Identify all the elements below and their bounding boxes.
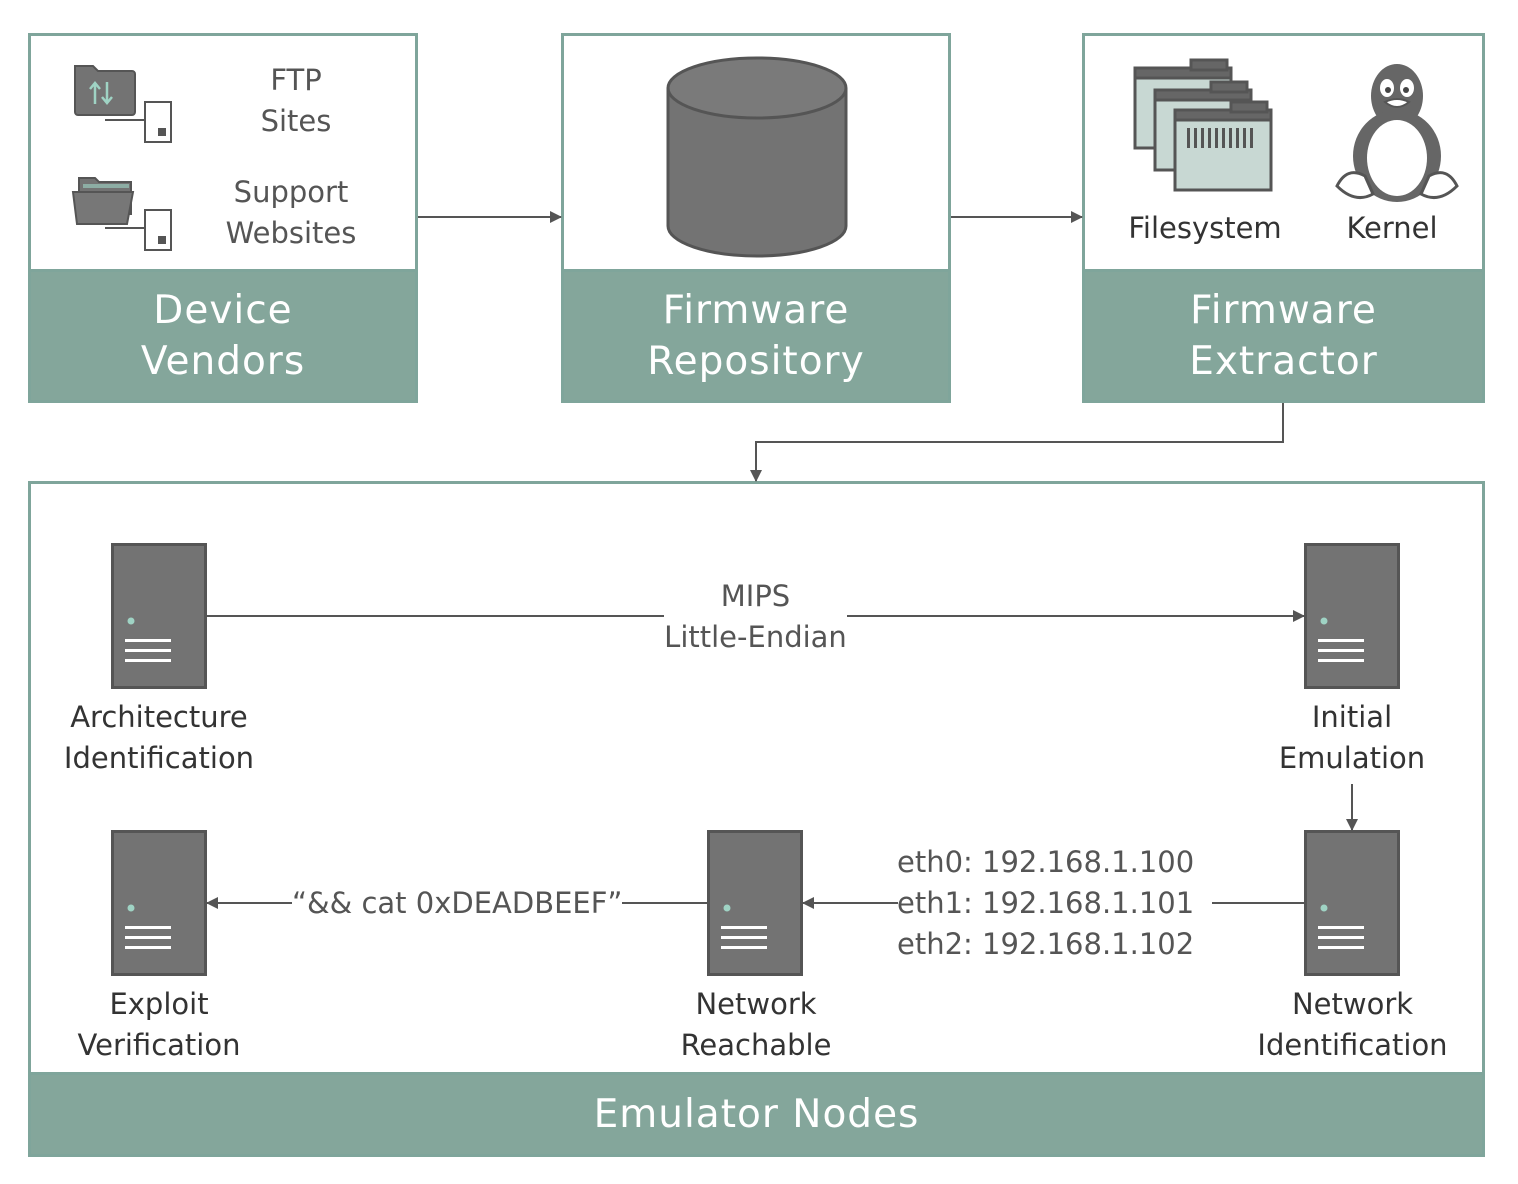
device-vendors-panel: FTP Sites Support Websites Device Vendor… [28, 33, 418, 403]
interfaces-label: eth0: 192.168.1.100 eth1: 192.168.1.101 … [897, 842, 1213, 965]
exploit-command-label: “&& cat 0xDEADBEEF” [292, 886, 623, 920]
computer-icon [105, 101, 172, 143]
node-label-line1: Network [1291, 987, 1414, 1021]
arrow-extractor-to-emulator [750, 403, 1284, 482]
interface-eth0: eth0: 192.168.1.100 [897, 845, 1195, 879]
node-label-exploit-verification: Exploit Verification [60, 984, 258, 1066]
node-label-network-identification: Network Identification [1240, 984, 1465, 1066]
node-label-line1: Architecture [70, 700, 248, 734]
firmware-extractor-panel: Filesystem Kernel Firmware Extractor [1082, 33, 1485, 403]
node-label-line1: Exploit [109, 987, 209, 1021]
arch-edge-label: MIPS Little-Endian [664, 576, 847, 658]
support-label-line1: Support [233, 175, 349, 209]
arch-edge-line2: Little-Endian [664, 620, 847, 654]
server-icon-architecture [111, 543, 207, 689]
computer-icon [105, 209, 172, 251]
support-websites-label: Support Websites [211, 172, 371, 254]
device-vendors-title-line1: Device [153, 288, 293, 333]
kernel-label: Kernel [1346, 211, 1438, 245]
firmware-repository-title: Firmware Repository [564, 269, 948, 400]
device-vendors-title: Device Vendors [31, 269, 415, 400]
node-label-line2: Reachable [680, 1028, 832, 1062]
emulator-nodes-title-text: Emulator Nodes [593, 1092, 920, 1137]
ftp-folder-icon [74, 65, 136, 116]
interface-eth1: eth1: 192.168.1.101 [897, 886, 1195, 920]
node-label-line2: Identification [63, 741, 255, 775]
server-icon-exploit-verification [111, 830, 207, 976]
server-icon-initial-emulation [1304, 543, 1400, 689]
firmware-extractor-title-line2: Extractor [1189, 339, 1378, 384]
emulator-nodes-title: Emulator Nodes [31, 1072, 1482, 1154]
linux-penguin-icon [1335, 64, 1459, 202]
node-label-line1: Initial [1311, 700, 1393, 734]
node-label-network-reachable: Network Reachable [660, 984, 852, 1066]
emulator-nodes-panel: Emulator Nodes [28, 481, 1485, 1157]
device-vendors-title-line2: Vendors [140, 339, 306, 384]
node-label-line2: Identification [1257, 1028, 1448, 1062]
firmware-extractor-title-line1: Firmware [1190, 288, 1377, 333]
node-label-line2: Emulation [1278, 741, 1426, 775]
ftp-label-line2: Sites [260, 104, 332, 138]
node-label-line1: Network [695, 987, 817, 1021]
node-label-line2: Verification [77, 1028, 241, 1062]
database-cylinder-icon [666, 56, 848, 258]
arch-edge-line1: MIPS [720, 579, 791, 613]
filesystem-label: Filesystem [1128, 211, 1282, 245]
server-icon-network-identification [1304, 830, 1400, 976]
ftp-sites-label: FTP Sites [221, 60, 371, 142]
node-label-initial-emulation: Initial Emulation [1252, 697, 1452, 779]
firmware-repository-panel: Firmware Repository [561, 33, 951, 403]
open-folder-icon [71, 177, 135, 225]
support-label-line2: Websites [225, 216, 357, 250]
firmware-repository-title-line1: Firmware [662, 288, 850, 333]
server-icon-network-reachable [707, 830, 803, 976]
firmware-extractor-title: Firmware Extractor [1085, 269, 1482, 400]
filesystem-stack-icon [1133, 58, 1273, 192]
firmware-repository-title-line2: Repository [647, 339, 865, 384]
interface-eth2: eth2: 192.168.1.102 [897, 927, 1195, 961]
node-label-architecture: Architecture Identification [44, 697, 274, 779]
ftp-label-line1: FTP [270, 63, 322, 97]
